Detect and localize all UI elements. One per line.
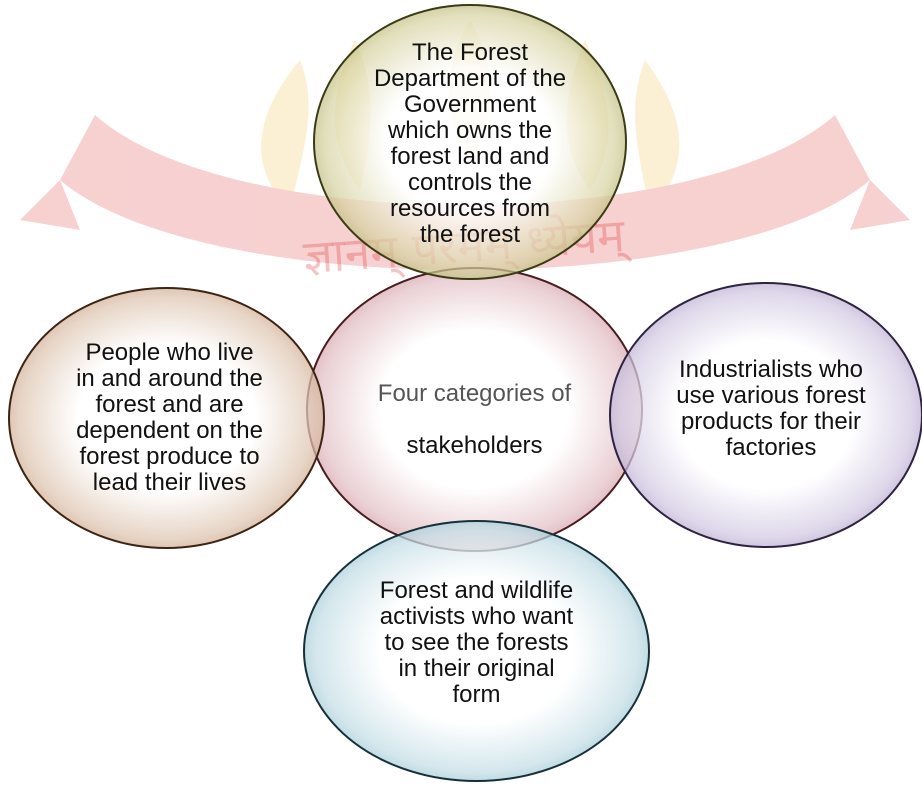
forest-dwellers-bubble: People who live in and around the forest… <box>8 287 325 549</box>
activists-text: Forest and wildlife activists who want t… <box>379 577 574 708</box>
emblem-ribbon-tail-left <box>20 180 80 230</box>
center-subtitle: stakeholders <box>406 431 543 459</box>
industrialists-bubble: Industrialists who use various forest pr… <box>609 282 922 548</box>
forest-department-bubble: The Forest Department of the Government … <box>313 4 627 280</box>
emblem-leaf-right-outer <box>635 60 680 210</box>
emblem-ribbon-tail-right <box>850 180 910 230</box>
center-title: Four categories of <box>377 379 572 407</box>
emblem-leaf-left-outer <box>261 60 309 210</box>
forest-department-text: The Forest Department of the Government … <box>373 39 567 248</box>
center-bubble: Four categories of stakeholders <box>306 267 643 552</box>
forest-dwellers-text: People who live in and around the forest… <box>76 339 263 496</box>
activists-bubble: Forest and wildlife activists who want t… <box>303 520 650 782</box>
emblem-ribbon <box>60 115 870 270</box>
industrialists-text: Industrialists who use various forest pr… <box>676 356 866 461</box>
